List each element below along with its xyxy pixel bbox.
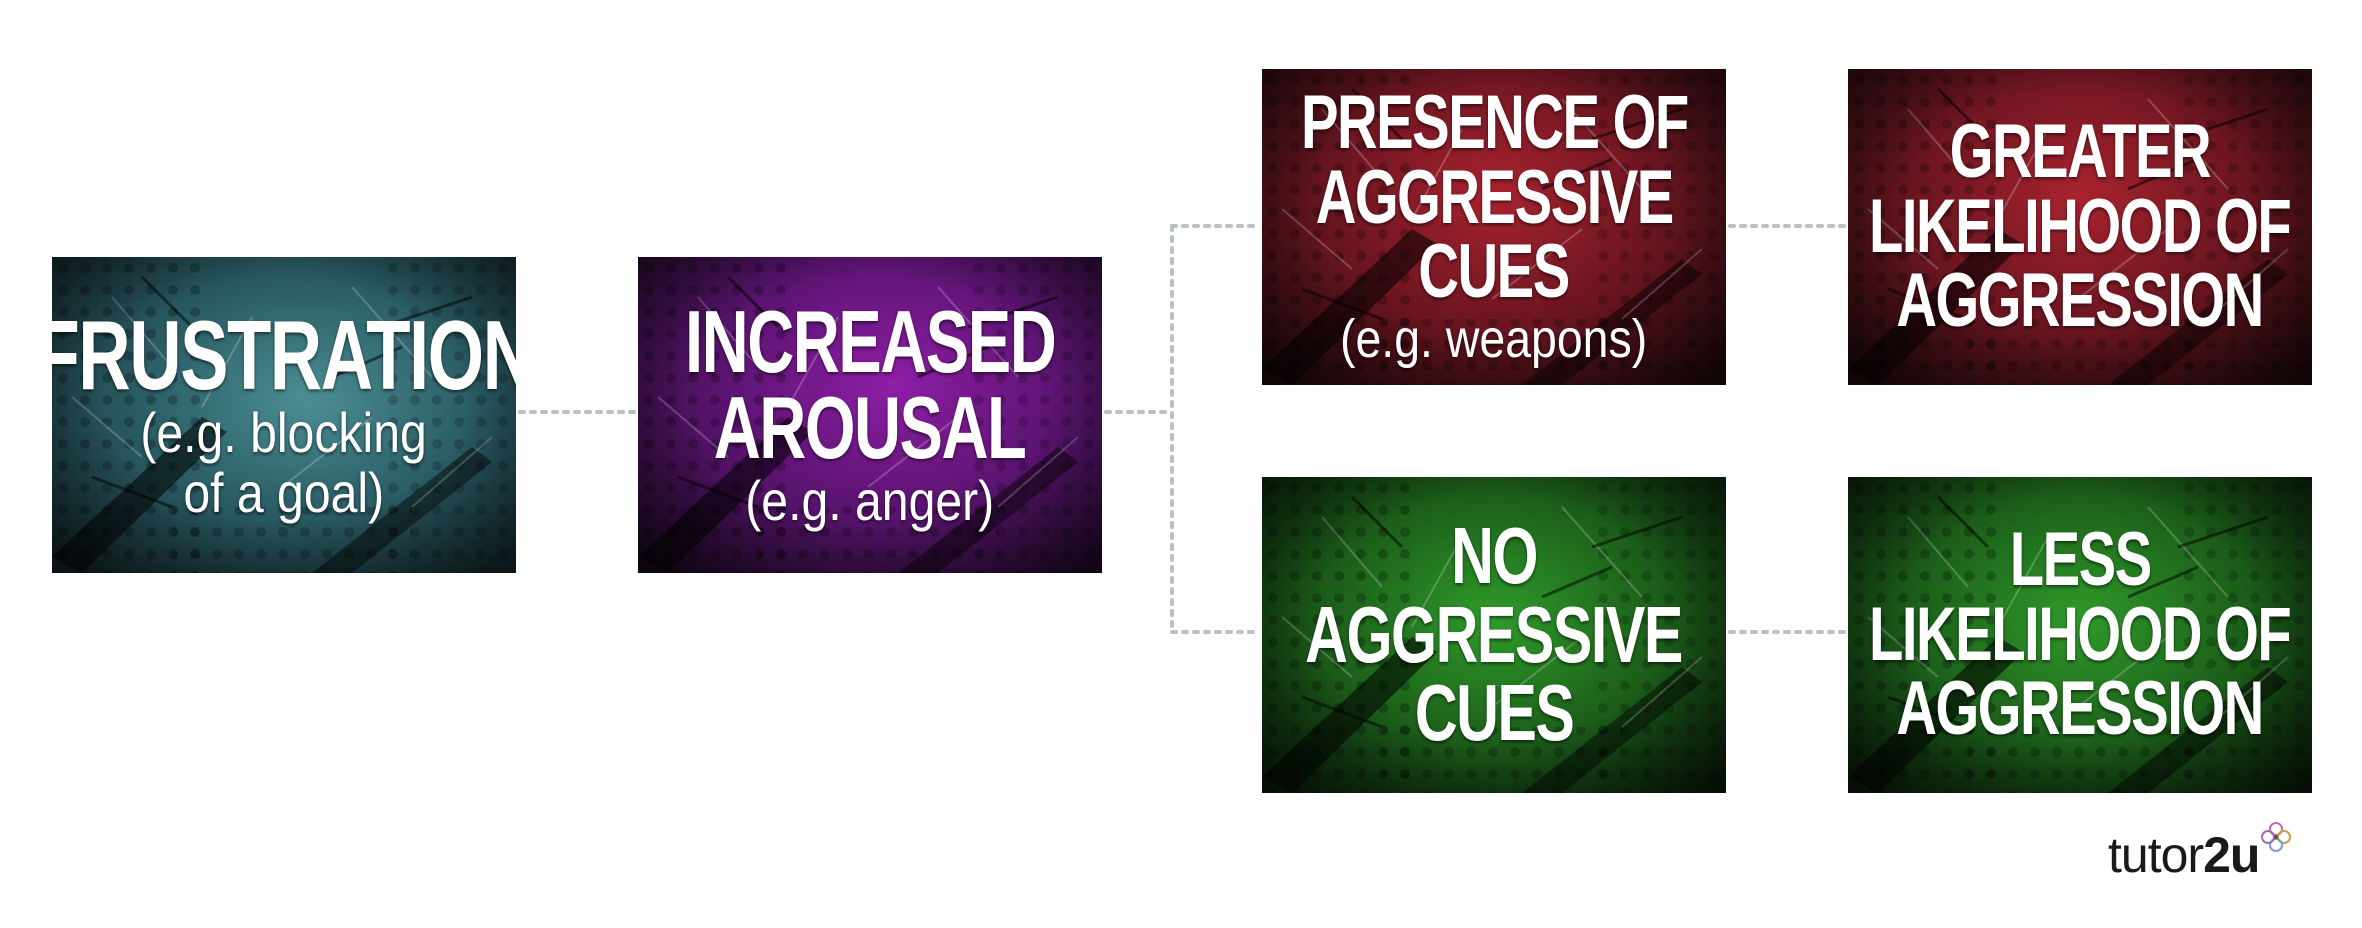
box-subtitle-line: (e.g. blocking xyxy=(140,400,428,464)
box-subtitle-line: of a goal) xyxy=(183,461,385,525)
box-less-likelihood: LESS LIKELIHOOD OF AGGRESSION xyxy=(1848,477,2312,793)
box-title-line: AGGRESSION xyxy=(1896,258,2265,344)
box-title-line: FRUSTRATION xyxy=(52,299,516,410)
box-subtitle-line: (e.g. weapons) xyxy=(1340,308,1648,369)
box-increased-arousal: INCREASED AROUSAL (e.g. anger) xyxy=(638,257,1102,573)
box-frustration: FRUSTRATION (e.g. blocking of a goal) xyxy=(52,257,516,573)
box-title-line: LIKELIHOOD OF xyxy=(1869,183,2292,269)
box-title-line: INCREASED xyxy=(684,291,1057,391)
box-title-line: LESS xyxy=(2009,517,2152,603)
box-title-line: PRESENCE OF xyxy=(1300,80,1689,166)
box-title-line: CUES xyxy=(1418,229,1571,315)
box-title-line: AROUSAL xyxy=(714,377,1027,477)
box-title-line: AGGRESSIVE xyxy=(1315,154,1674,240)
box-no-aggressive-cues: NO AGGRESSIVE CUES xyxy=(1262,477,1726,793)
box-title-line: AGGRESSIVE xyxy=(1305,589,1684,679)
flower-icon xyxy=(2261,822,2291,852)
box-greater-likelihood: GREATER LIKELIHOOD OF AGGRESSION xyxy=(1848,69,2312,385)
box-title-line: NO xyxy=(1451,511,1538,601)
box-title-line: AGGRESSION xyxy=(1896,666,2265,752)
logo-text-bold: 2u xyxy=(2203,827,2260,883)
box-title-line: LIKELIHOOD OF xyxy=(1869,591,2292,677)
box-title-line: GREATER xyxy=(1949,109,2212,195)
box-title-line: CUES xyxy=(1414,668,1575,758)
logo-text-regular: tutor xyxy=(2108,827,2204,883)
box-subtitle-line: (e.g. anger) xyxy=(745,469,995,532)
box-presence-of-aggressive-cues: PRESENCE OF AGGRESSIVE CUES (e.g. weapon… xyxy=(1262,69,1726,385)
